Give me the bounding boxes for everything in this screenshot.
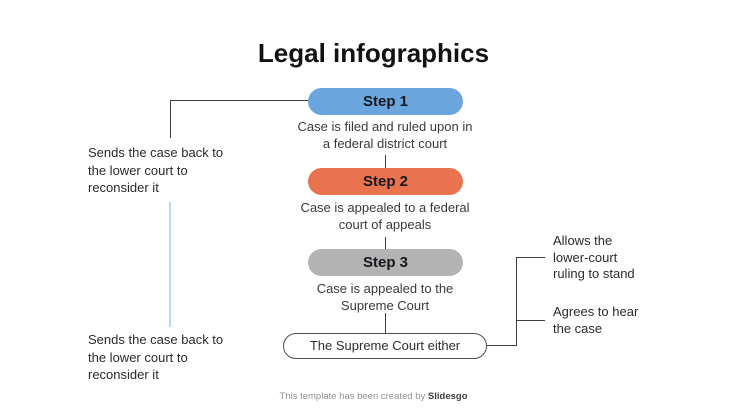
step-2-label: Step 2 [362, 173, 408, 190]
connector-left-vertical [170, 100, 172, 138]
step-1-label: Step 1 [362, 93, 408, 110]
connector-step1-step2 [384, 155, 386, 168]
brand-name: Slidesgo [427, 391, 468, 402]
connector-step3-outcome [384, 313, 386, 333]
step-1-caption: Case is filed and ruled upon in a federa… [297, 119, 473, 151]
supreme-court-either-label: The Supreme Court either [309, 338, 461, 353]
connector-tick-agrees [516, 320, 545, 322]
annotation-sends-back-bottom: Sends the case back to the lower court t… [88, 332, 224, 382]
step-3-label: Step 3 [362, 254, 408, 271]
step-3-caption: Case is appealed to the Supreme Court [316, 281, 454, 313]
supreme-court-either-pill: The Supreme Court either [283, 333, 487, 359]
step-3-pill: Step 3 [308, 249, 463, 276]
page-title: Legal infographics [257, 38, 490, 68]
step-1-pill: Step 1 [308, 88, 463, 115]
step-2-pill: Step 2 [308, 168, 463, 195]
connector-step1-to-left [170, 100, 308, 102]
connector-left-light-blue [169, 202, 171, 327]
connector-tick-allows [516, 257, 545, 259]
template-credit: This template has been created by Slides… [0, 391, 747, 402]
annotation-sends-back-top: Sends the case back to the lower court t… [88, 145, 224, 195]
connector-outcome-right [487, 345, 516, 347]
credit-text: This template has been created by [279, 391, 428, 402]
connector-step2-step3 [384, 237, 386, 250]
annotation-allows-ruling: Allows the lower-court ruling to stand [553, 233, 635, 281]
connector-right-vertical [516, 257, 518, 346]
step-2-caption: Case is appealed to a federal court of a… [300, 200, 470, 232]
annotation-agrees-to-hear: Agrees to hear the case [553, 304, 639, 336]
